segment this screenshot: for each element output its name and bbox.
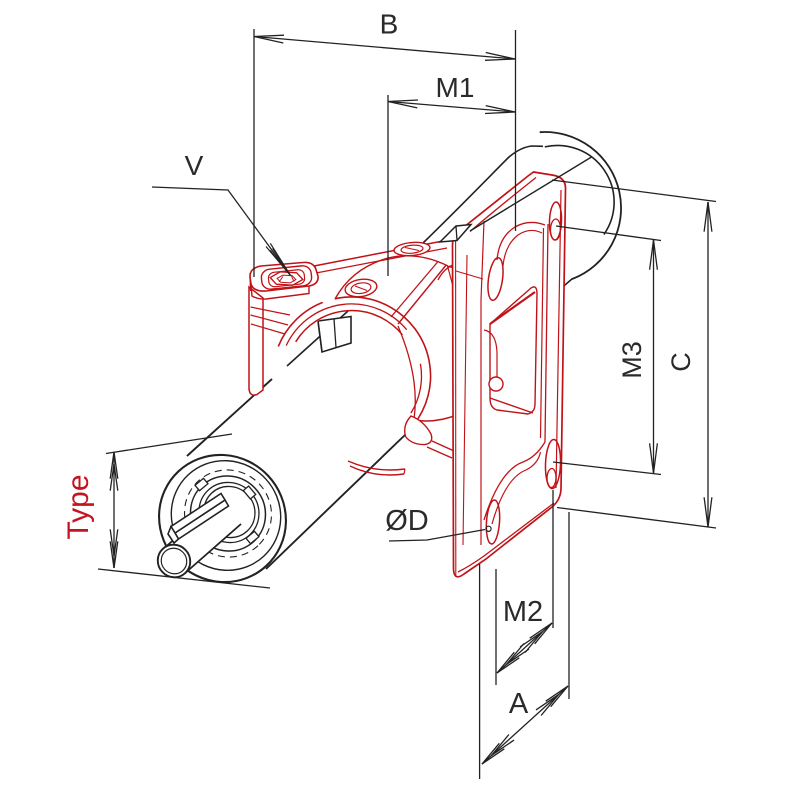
svg-text:C: C (666, 352, 696, 372)
svg-text:M2: M2 (503, 596, 543, 628)
svg-text:M1: M1 (436, 72, 475, 103)
svg-text:ØD: ØD (385, 505, 429, 537)
svg-text:V: V (185, 150, 204, 181)
svg-text:M3: M3 (617, 341, 647, 379)
svg-text:A: A (509, 688, 529, 720)
svg-text:Type: Type (62, 474, 95, 539)
svg-text:B: B (380, 9, 399, 40)
